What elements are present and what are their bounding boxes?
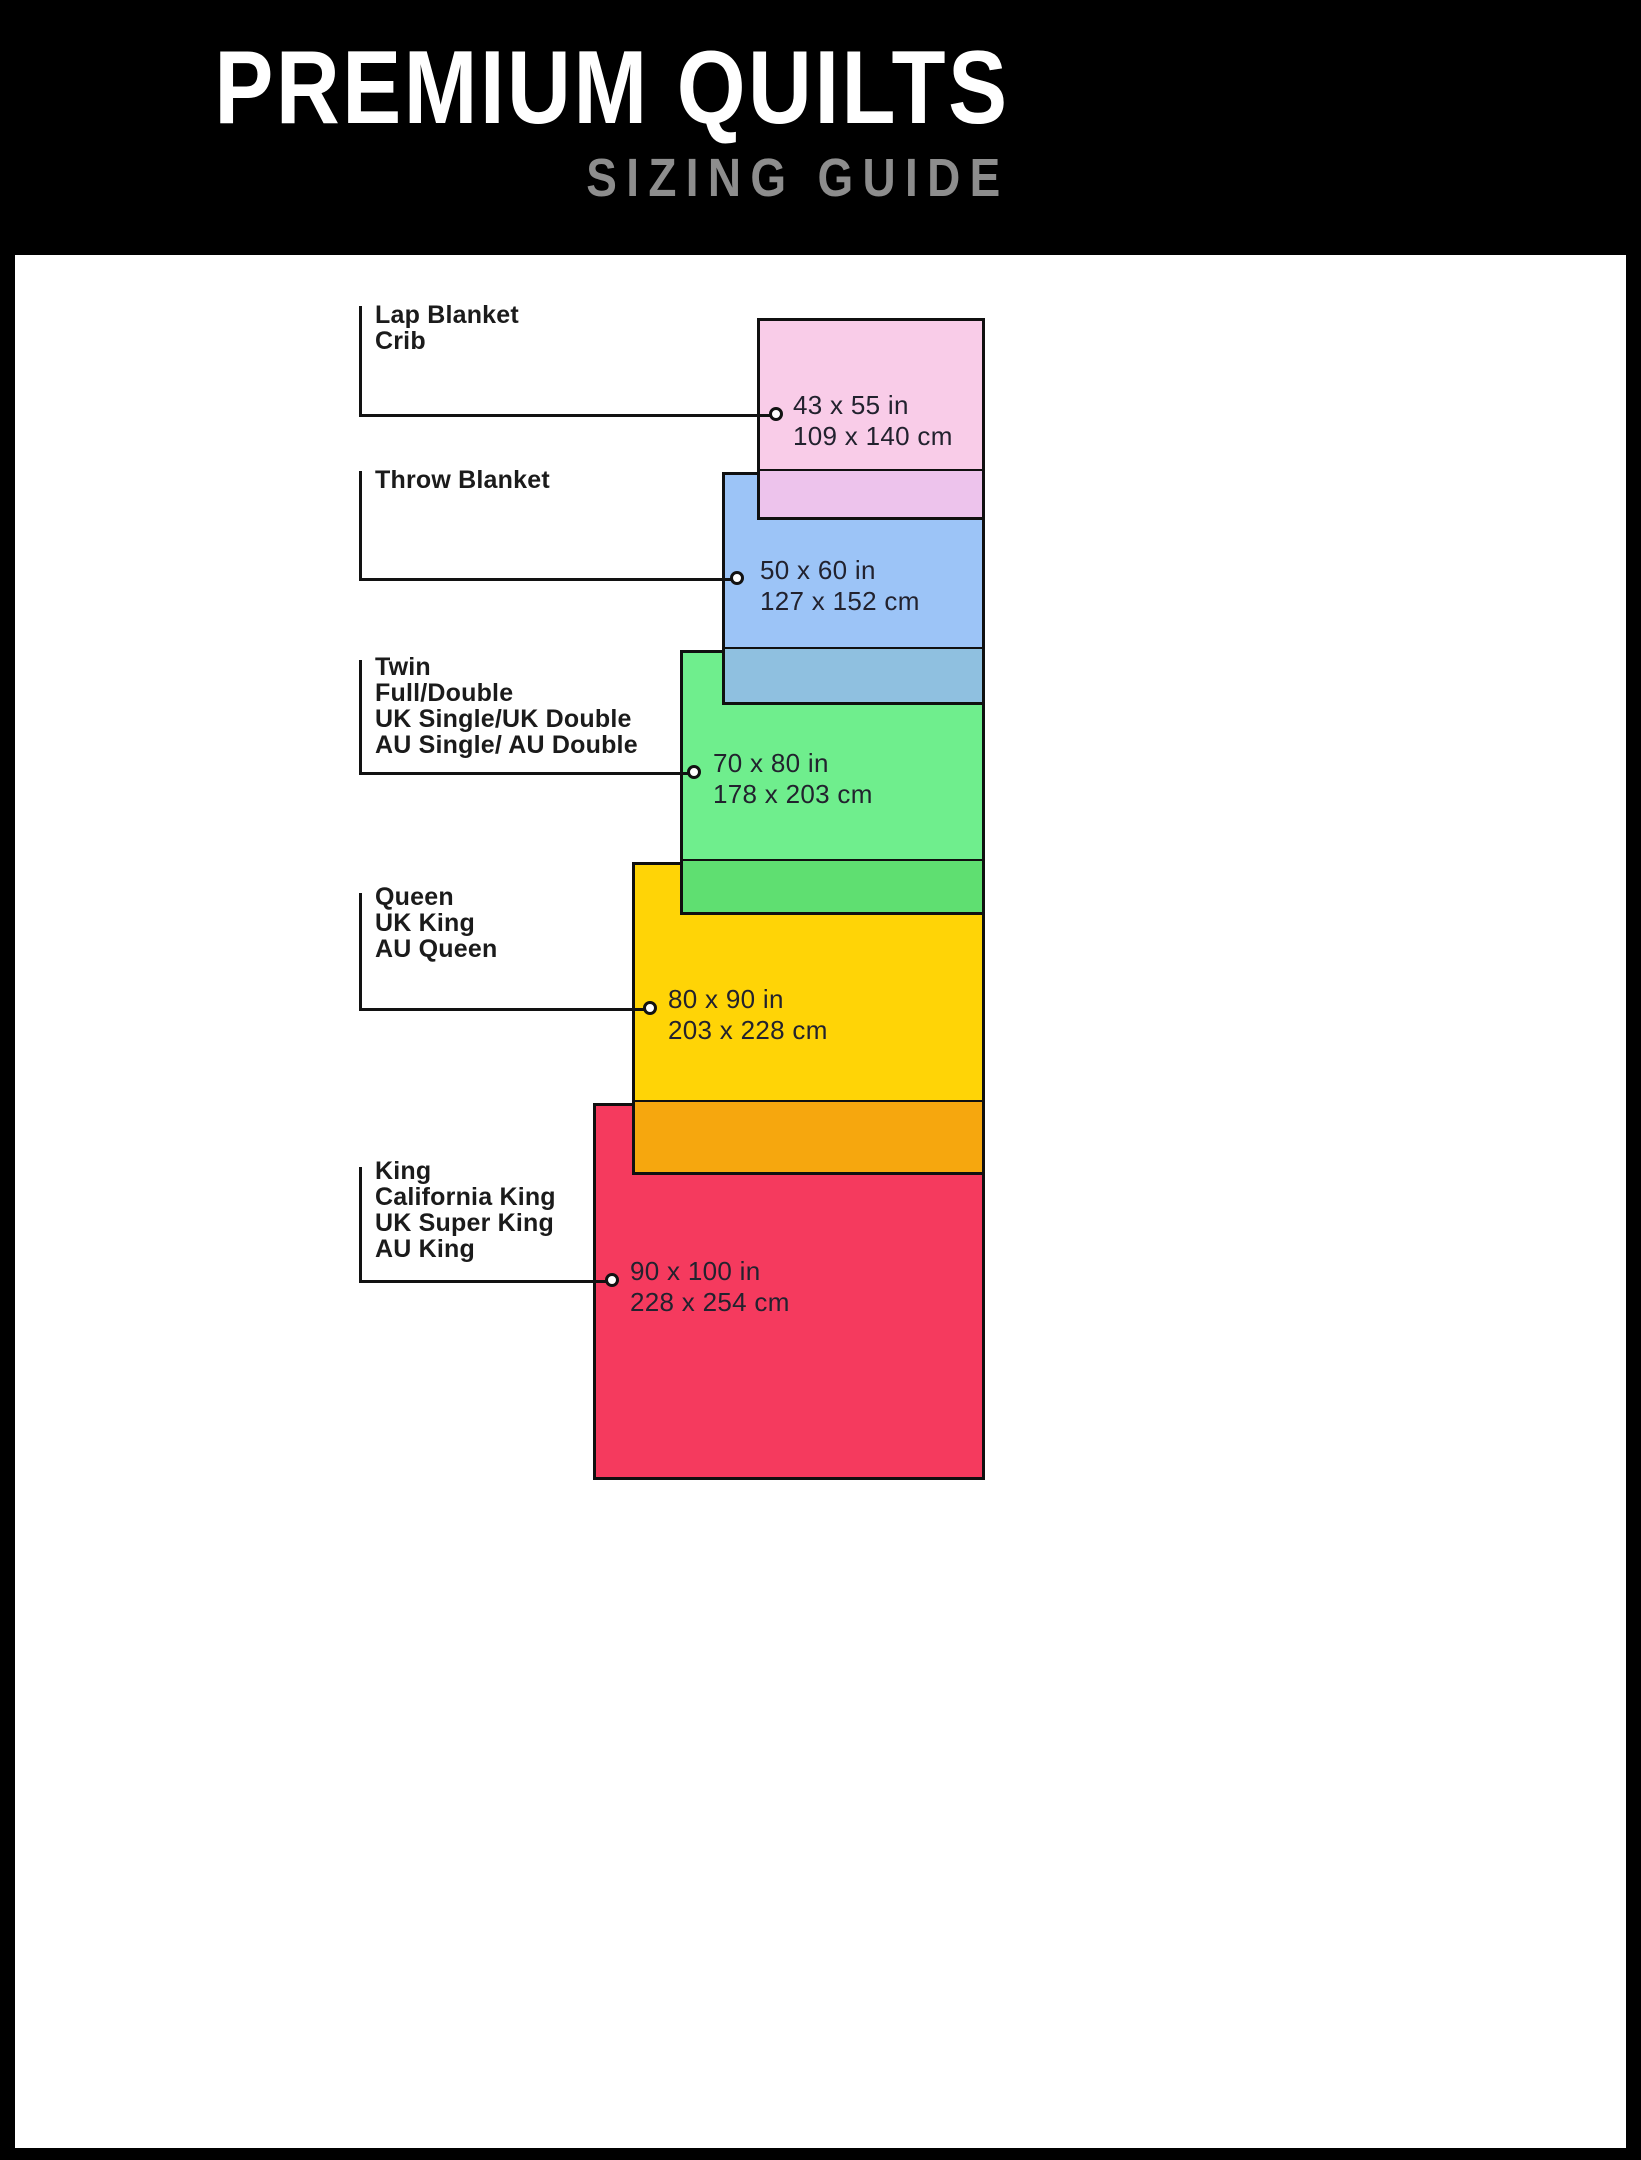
size-label-king: King California King UK Super King AU Ki… (375, 1158, 556, 1262)
label-line: Throw Blanket (375, 466, 550, 494)
label-line: AU King (375, 1235, 475, 1263)
size-dimensions-lap-blanket: 43 x 55 in 109 x 140 cm (793, 390, 953, 452)
marker-dot-icon (643, 1001, 657, 1015)
size-dimensions-twin: 70 x 80 in 178 x 203 cm (713, 748, 873, 810)
size-centimeters: 178 x 203 cm (713, 779, 873, 809)
size-centimeters: 228 x 254 cm (630, 1287, 790, 1317)
label-line: Queen (375, 883, 454, 911)
marker-dot-icon (687, 765, 701, 779)
connector-throw-blanket (359, 471, 732, 581)
size-inches: 43 x 55 in (793, 390, 909, 420)
rect-queen-overlap (635, 1100, 982, 1172)
size-dimensions-king: 90 x 100 in 228 x 254 cm (630, 1256, 790, 1318)
connector-twin (359, 660, 689, 775)
marker-dot-icon (605, 1273, 619, 1287)
label-line: King (375, 1157, 432, 1185)
page-title: PREMIUM QUILTS (214, 30, 1010, 146)
size-dimensions-queen: 80 x 90 in 203 x 228 cm (668, 984, 828, 1046)
label-line: UK Single/UK Double (375, 705, 632, 733)
label-line: Full/Double (375, 679, 514, 707)
size-label-throw-blanket: Throw Blanket (375, 467, 550, 493)
size-centimeters: 203 x 228 cm (668, 1015, 828, 1045)
label-line: California King (375, 1183, 556, 1211)
rect-twin-overlap (683, 859, 982, 912)
size-inches: 80 x 90 in (668, 984, 784, 1014)
size-label-queen: Queen UK King AU Queen (375, 884, 497, 962)
label-line: Twin (375, 653, 431, 681)
rect-throw-blanket-overlap (725, 647, 982, 702)
size-inches: 90 x 100 in (630, 1256, 761, 1286)
size-label-twin: Twin Full/Double UK Single/UK Double AU … (375, 654, 638, 758)
label-line: AU Queen (375, 935, 498, 963)
size-centimeters: 109 x 140 cm (793, 421, 953, 451)
label-line: Lap Blanket (375, 301, 519, 329)
connector-queen (359, 893, 645, 1011)
size-inches: 50 x 60 in (760, 555, 876, 585)
label-line: UK Super King (375, 1209, 554, 1237)
rect-lap-blanket-overlap (760, 469, 982, 517)
page-subtitle: SIZING GUIDE (586, 148, 1010, 209)
connector-lap-blanket (359, 306, 771, 417)
connector-king (359, 1167, 607, 1283)
marker-dot-icon (769, 407, 783, 421)
size-label-lap-blanket: Lap Blanket Crib (375, 302, 519, 354)
size-centimeters: 127 x 152 cm (760, 586, 920, 616)
label-line: UK King (375, 909, 475, 937)
size-inches: 70 x 80 in (713, 748, 829, 778)
label-line: AU Single/ AU Double (375, 731, 638, 759)
rect-lap-blanket (757, 318, 985, 520)
marker-dot-icon (730, 571, 744, 585)
header: PREMIUM QUILTS SIZING GUIDE (214, 30, 1010, 209)
size-dimensions-throw-blanket: 50 x 60 in 127 x 152 cm (760, 555, 920, 617)
label-line: Crib (375, 327, 426, 355)
